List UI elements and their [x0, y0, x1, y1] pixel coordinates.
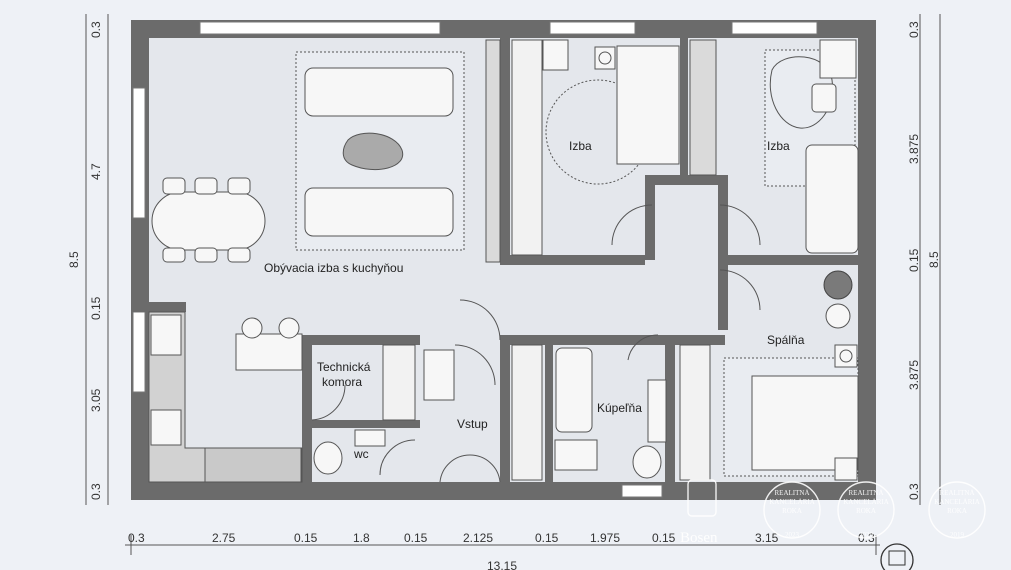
award-badge-1: REALITNÁ KANCELÁRIA ROKA 2023 — [763, 481, 821, 539]
room-label-entrance: Vstup — [457, 417, 488, 431]
room-label-wc: wc — [353, 447, 369, 461]
award-3-line-2: KANCELÁRIA — [934, 498, 980, 506]
room2-furniture — [764, 39, 859, 254]
dim-right-0: 0.3 — [907, 21, 921, 38]
dim-bottom-9: 3.15 — [755, 531, 779, 545]
dim-left-4: 0.3 — [89, 483, 103, 500]
living-furniture — [148, 51, 465, 483]
dim-bottom-6: 0.15 — [535, 531, 559, 545]
award-1-line-3: ROKA — [782, 507, 802, 515]
dim-bottom-8: 0.15 — [652, 531, 676, 545]
stairs — [382, 39, 717, 481]
dim-left-2: 0.15 — [89, 296, 103, 320]
brand-name: Bosen — [680, 530, 718, 546]
award-2-line-1: REALITNÁ — [849, 489, 884, 497]
corner-logo-icon — [880, 543, 914, 570]
dim-right-4: 0.3 — [907, 483, 921, 500]
dimensions-left: 0.3 4.7 0.15 3.05 0.3 8.5 — [67, 21, 103, 500]
doors — [311, 204, 761, 483]
dim-left-0: 0.3 — [89, 21, 103, 38]
dim-bottom-5: 2.125 — [463, 531, 493, 545]
brand-logo: Bosen — [680, 479, 718, 546]
award-2-line-2: KANCELÁRIA — [843, 498, 889, 506]
room-label-izba-1: Izba — [569, 139, 592, 153]
bedroom-furniture — [723, 270, 859, 481]
bath-fixtures — [313, 347, 667, 479]
dimensions-right: 0.3 3.875 0.15 3.875 0.3 8.5 — [907, 21, 941, 500]
dimensions-bottom: 0.3 2.75 0.15 1.8 0.15 2.125 0.15 1.975 … — [128, 531, 875, 570]
dim-right-total: 8.5 — [927, 251, 941, 268]
dim-bottom-3: 1.8 — [353, 531, 370, 545]
dim-right-3: 3.875 — [907, 360, 921, 390]
dim-right-1: 3.875 — [907, 134, 921, 164]
award-1-year: 2023 — [785, 531, 800, 539]
dim-right-2: 0.15 — [907, 248, 921, 272]
award-3-line-1: REALITNÁ — [940, 489, 975, 497]
award-badge-2: REALITNÁ KANCELÁRIA ROKA 2020 — [837, 481, 895, 539]
windows — [132, 21, 818, 498]
room-label-technical-line1: Technická — [317, 360, 371, 374]
room-label-technical-line2: komora — [322, 375, 362, 389]
dim-bottom-2: 0.15 — [294, 531, 318, 545]
dim-bottom-4: 0.15 — [404, 531, 428, 545]
interior-walls — [131, 20, 876, 500]
dim-left-total: 8.5 — [67, 251, 81, 268]
dim-bottom-1: 2.75 — [212, 531, 236, 545]
room-label-izba-2: Izba — [767, 139, 790, 153]
award-3-year: 2019 — [950, 531, 965, 539]
room-label-bathroom: Kúpeľňa — [597, 401, 642, 415]
award-2-year: 2020 — [859, 531, 874, 539]
room-label-living: Obývacia izba s kuchyňou — [264, 261, 403, 275]
dimension-lines — [85, 14, 941, 555]
room1-furniture — [542, 39, 680, 185]
dim-bottom-7: 1.975 — [590, 531, 620, 545]
award-1-line-2: KANCELÁRIA — [769, 498, 815, 506]
room-label-bedroom: Spálňa — [767, 333, 805, 347]
dim-left-1: 4.7 — [89, 163, 103, 180]
dim-left-3: 3.05 — [89, 388, 103, 412]
award-1-line-1: REALITNÁ — [775, 489, 810, 497]
award-badge-3: REALITNÁ KANCELÁRIA ROKA 2019 — [928, 481, 986, 539]
dim-bottom-total: 13.15 — [487, 559, 517, 570]
award-2-line-3: ROKA — [856, 507, 876, 515]
award-3-line-3: ROKA — [947, 507, 967, 515]
dim-bottom-0: 0.3 — [128, 531, 145, 545]
